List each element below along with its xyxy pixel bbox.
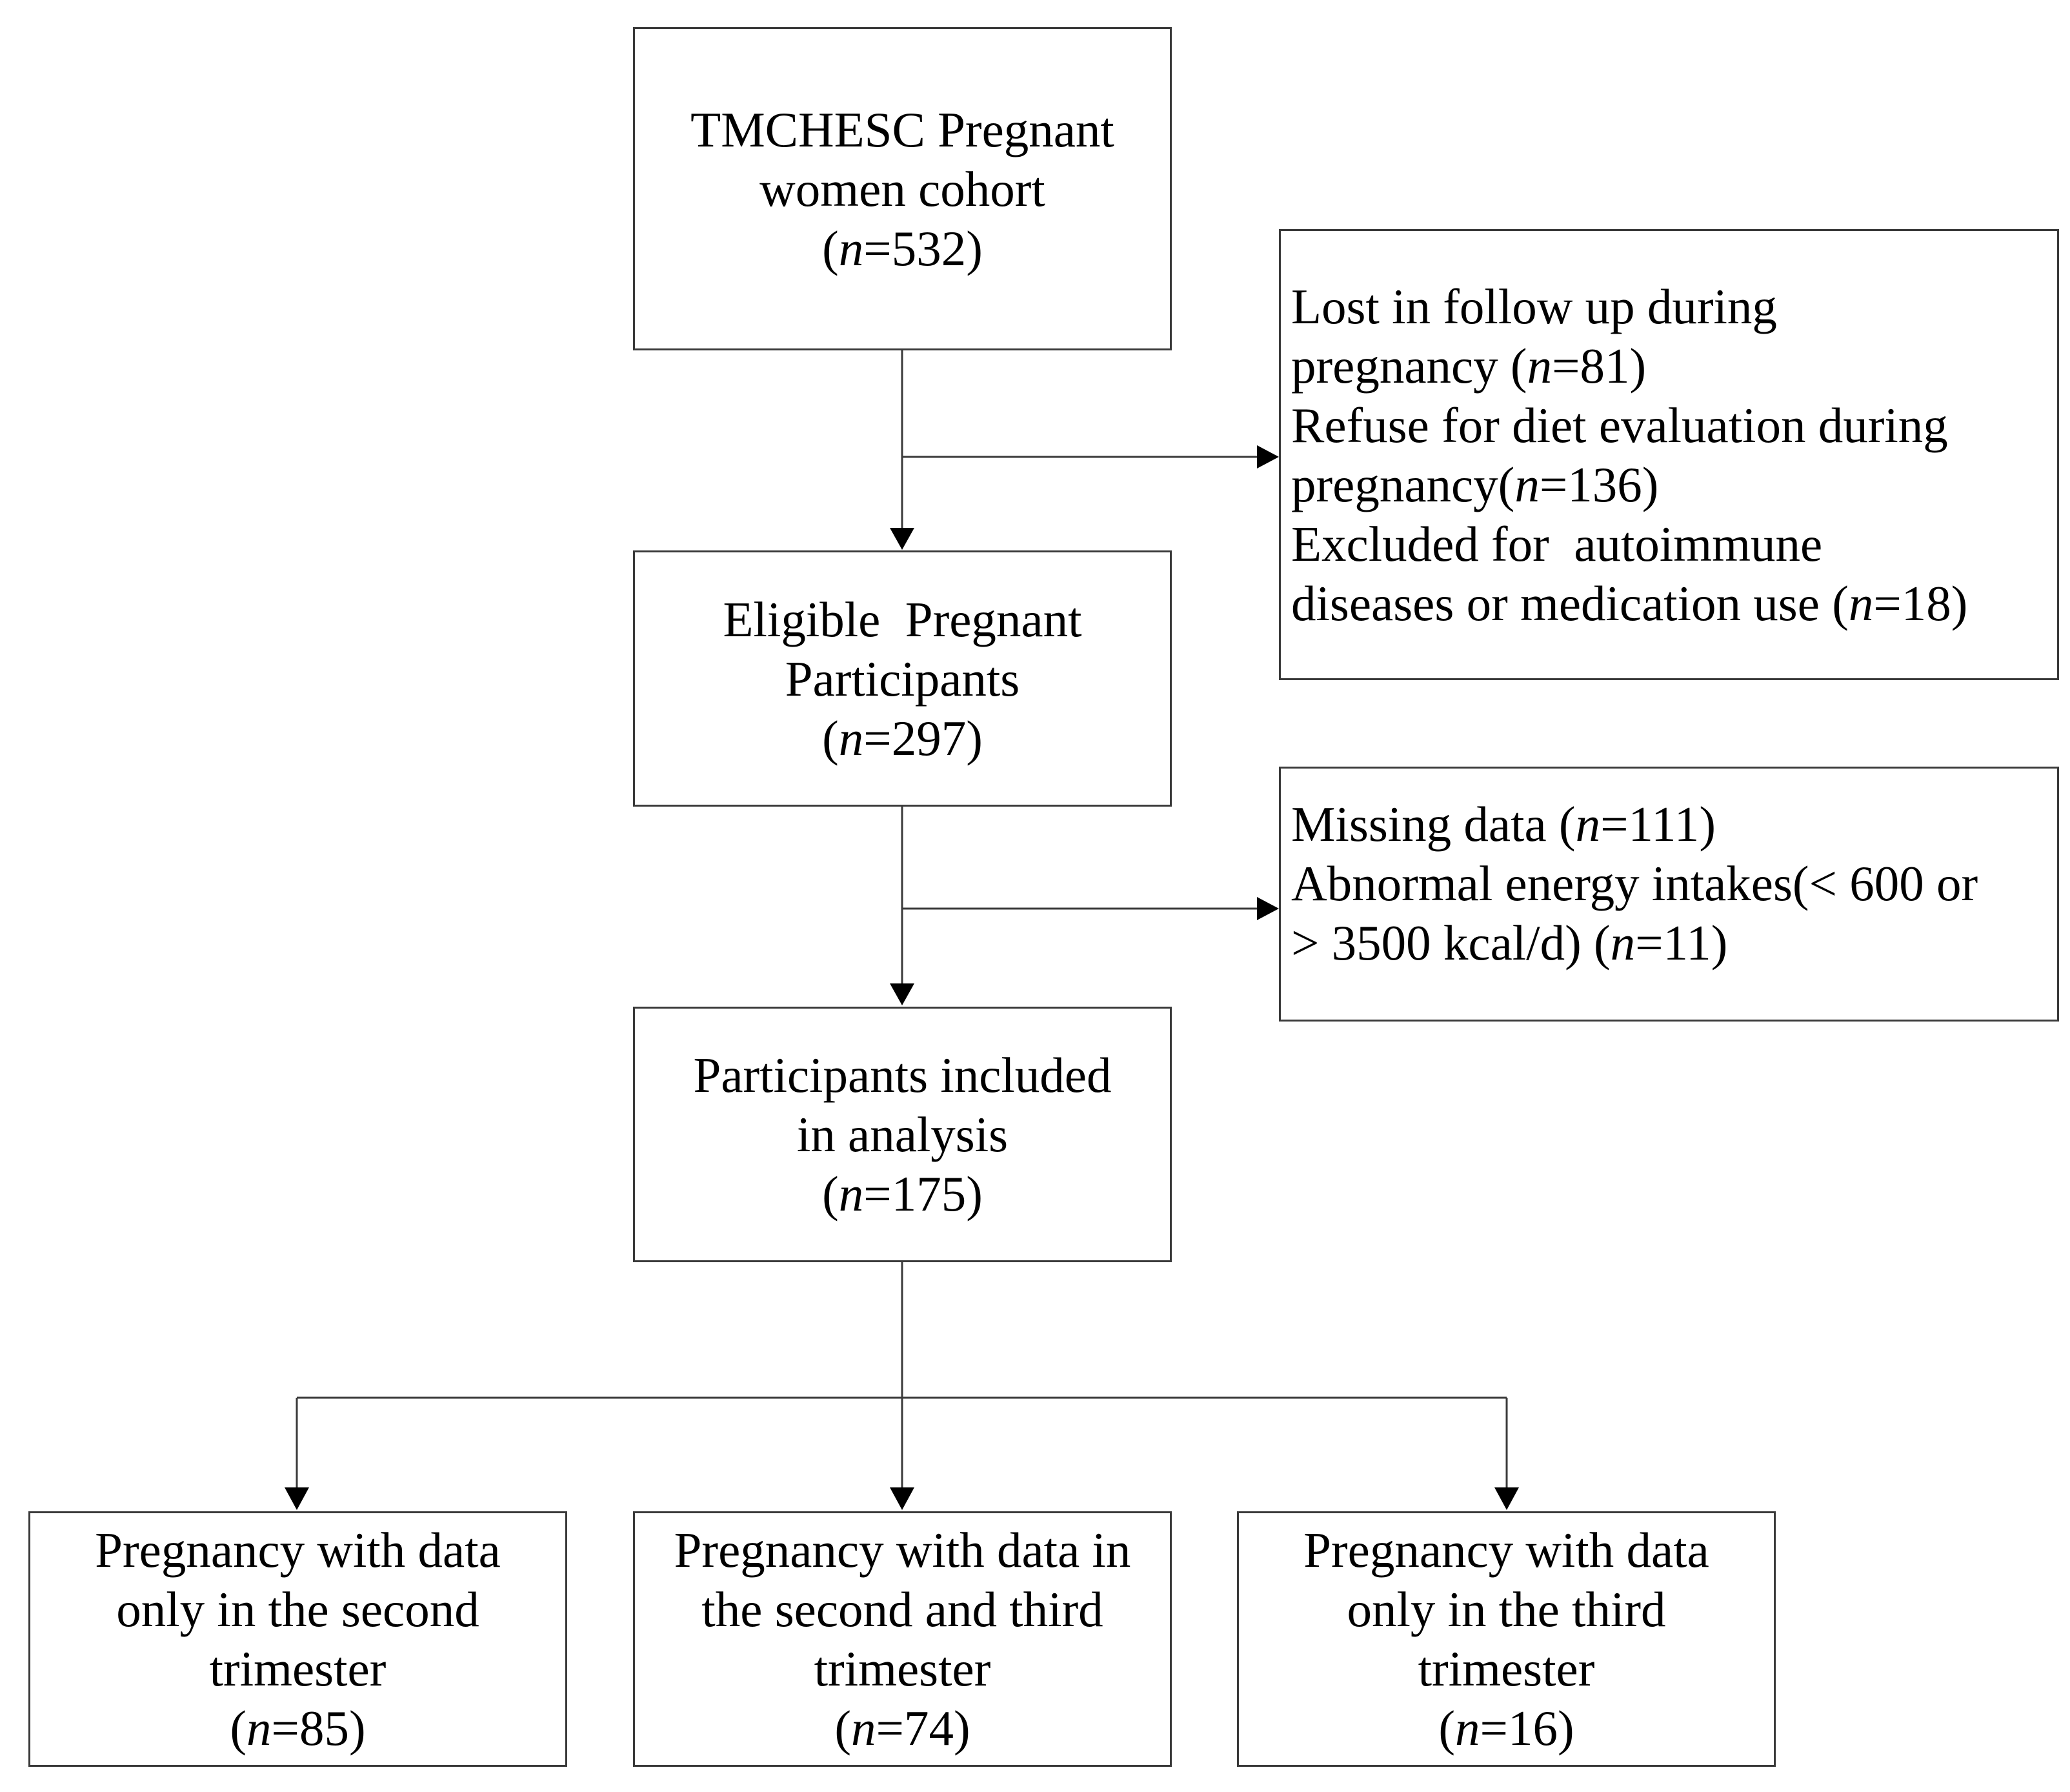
third-only-line-2: only in the third [1347,1582,1666,1637]
eligible-count: (n=297) [822,710,983,766]
eligible-line-1: Eligible Pregnant [723,591,1082,647]
second-only-count: (n=85) [230,1700,366,1756]
cohort-count: (n=532) [822,220,983,276]
arrowhead-second-only [285,1487,309,1510]
exclusion-1-line-6: diseases or medication use (n=18) [1291,575,1968,631]
exclusion-1-line-2: pregnancy (n=81) [1291,337,1647,394]
exclusion-2-line-3: > 3500 kcal/d) (n=11) [1291,915,1728,971]
exclusion-box-1: Lost in follow up during pregnancy (n=81… [1279,229,2059,680]
exclusion-1-line-1: Lost in follow up during [1291,278,1777,334]
third-trimester-only-box: Pregnancy with data only in the third tr… [1237,1511,1776,1767]
second-only-line-3: trimester [209,1641,387,1696]
included-box: Participants included in analysis (n=175… [633,1007,1172,1262]
exclusion-2-line-1: Missing data (n=111) [1291,796,1716,852]
exclusion-1-line-5: Excluded for autoimmune [1291,516,1823,572]
included-count: (n=175) [822,1166,983,1222]
included-line-1: Participants included [693,1047,1112,1103]
eligible-box: Eligible Pregnant Participants (n=297) [633,550,1172,807]
both-line-3: trimester [814,1641,991,1696]
exclusion-1-line-3: Refuse for diet evaluation during [1291,397,1948,453]
both-line-2: the second and third [701,1582,1103,1637]
third-only-line-3: trimester [1418,1641,1595,1696]
arrowhead-third-only [1494,1487,1519,1510]
exclusion-box-2: Missing data (n=111) Abnormal energy int… [1279,767,2059,1022]
both-count: (n=74) [834,1700,970,1756]
third-only-line-1: Pregnancy with data [1303,1522,1709,1578]
cohort-box: TMCHESC Pregnant women cohort (n=532) [633,27,1172,350]
eligible-line-2: Participants [785,650,1020,707]
cohort-line-2: women cohort [759,161,1045,217]
exclusion-2-line-2: Abnormal energy intakes(< 600 or [1291,856,1978,911]
cohort-line-1: TMCHESC Pregnant [690,101,1114,157]
second-only-line-1: Pregnancy with data [95,1522,501,1578]
arrowhead-exclusion-2 [1257,897,1279,920]
second-trimester-only-box: Pregnancy with data only in the second t… [28,1511,567,1767]
third-only-count: (n=16) [1438,1700,1574,1756]
both-line-1: Pregnancy with data in [674,1522,1131,1578]
second-and-third-trimester-box: Pregnancy with data in the second and th… [633,1511,1172,1767]
exclusion-1-line-4: pregnancy(n=136) [1291,456,1659,512]
arrowhead-included [890,983,914,1005]
arrowhead-eligible [890,528,914,550]
arrowhead-both [890,1487,914,1510]
second-only-line-2: only in the second [116,1582,479,1637]
arrowhead-exclusion-1 [1257,445,1279,468]
included-line-2: in analysis [796,1107,1009,1162]
